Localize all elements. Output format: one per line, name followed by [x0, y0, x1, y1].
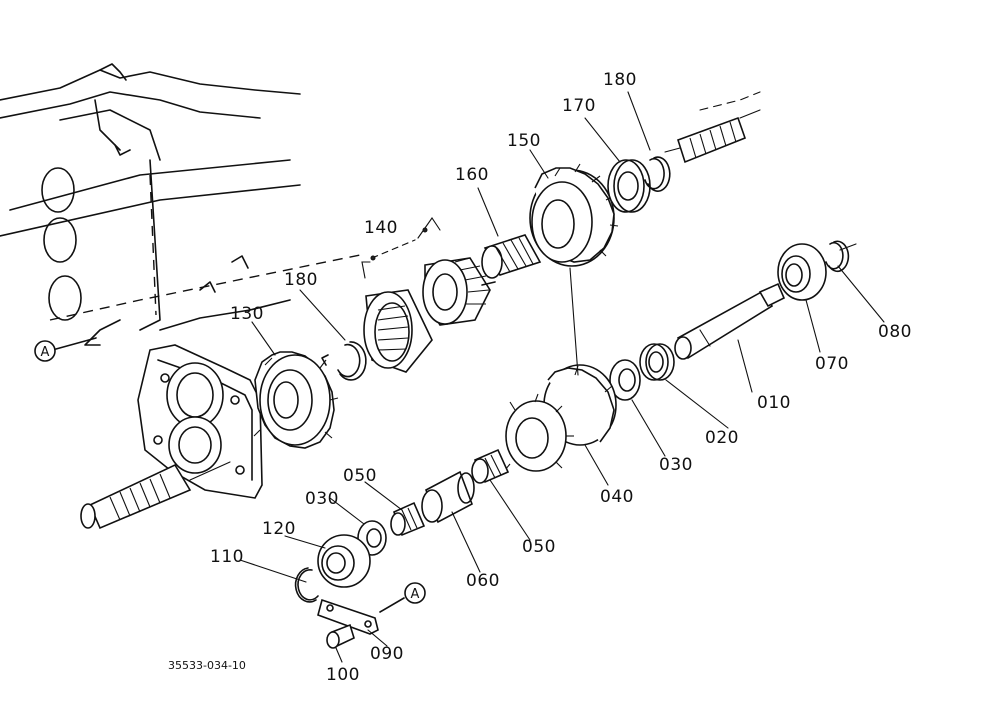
label-050-left: 050 [343, 466, 377, 486]
alignment-line [569, 267, 579, 376]
label-110: 110 [210, 547, 244, 567]
part-020-collar [639, 343, 675, 381]
label-090: 090 [370, 644, 404, 664]
part-030-washer-right [609, 359, 641, 401]
label-020: 020 [705, 428, 739, 448]
leader-lines [239, 91, 885, 663]
label-140: 140 [364, 218, 398, 238]
label-120: 120 [262, 519, 296, 539]
part-070-ball-bearing [777, 243, 827, 301]
marker-a-right-text: A [411, 587, 420, 602]
part-labels: 180 170 150 160 140 180 130 080 070 010 … [168, 70, 912, 685]
part-180-snap-ring-upper [644, 156, 671, 192]
part-120-ball-bearing [317, 534, 371, 588]
part-170-thrust-washer [607, 159, 651, 213]
label-070: 070 [815, 354, 849, 374]
gear-case-cover [137, 344, 263, 499]
part-110-snap-ring [294, 567, 319, 603]
drawing-code: 35533-034-10 [168, 659, 246, 672]
upper-shaft-end [664, 91, 761, 164]
label-100: 100 [326, 665, 360, 685]
label-080: 080 [878, 322, 912, 342]
part-010-shaft [674, 282, 786, 360]
label-010: 010 [757, 393, 791, 413]
label-130: 130 [230, 304, 264, 324]
label-060: 060 [466, 571, 500, 591]
part-040-cluster-gear [504, 364, 617, 472]
part-160-needle-bearing-upper [481, 234, 542, 279]
label-050-right: 050 [522, 537, 556, 557]
splined-input-shaft [80, 461, 231, 530]
label-030-left: 030 [305, 489, 339, 509]
part-180-snap-ring-middle [321, 341, 367, 381]
label-160: 160 [455, 165, 489, 185]
part-140-shift-coupler [361, 217, 496, 373]
transmission-housing [0, 63, 361, 346]
label-170: 170 [562, 96, 596, 116]
part-130-gear [253, 351, 339, 449]
part-080-snap-ring [825, 240, 857, 273]
label-040: 040 [600, 487, 634, 507]
label-180-middle: 180 [284, 270, 318, 290]
part-050-needle-bearing-right [471, 448, 510, 484]
part-050-needle-bearing-left [390, 501, 426, 537]
label-030-right: 030 [659, 455, 693, 475]
part-090-lock-plate [317, 598, 379, 635]
label-150: 150 [507, 131, 541, 151]
marker-a-right: A [379, 582, 426, 613]
part-150-gear [529, 163, 619, 267]
part-100-bolt [326, 623, 355, 649]
marker-a-left: A [34, 337, 97, 362]
part-060-sleeve [421, 470, 475, 524]
marker-a-left-text: A [41, 345, 50, 360]
label-180-upper: 180 [603, 70, 637, 90]
